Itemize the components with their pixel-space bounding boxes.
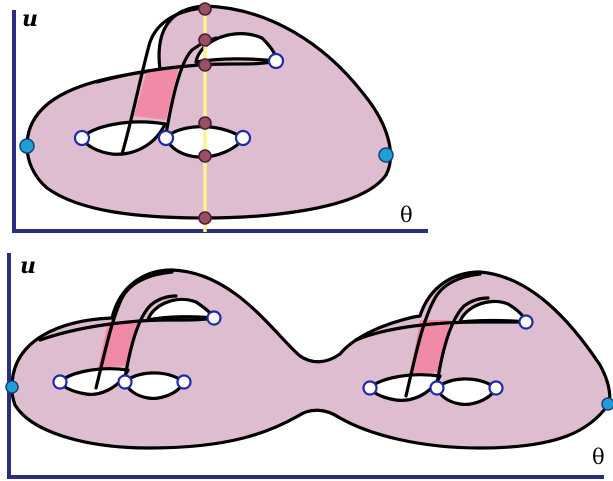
bottom-u-label: u bbox=[20, 253, 36, 279]
open-point bbox=[208, 312, 221, 325]
open-point bbox=[75, 131, 89, 145]
bottom-theta-label: θ bbox=[592, 445, 605, 469]
critical-point bbox=[199, 59, 211, 71]
endpoint-left bbox=[6, 381, 18, 393]
endpoint-left bbox=[20, 139, 34, 153]
critical-point bbox=[199, 212, 211, 224]
critical-point bbox=[199, 150, 211, 162]
open-point bbox=[178, 376, 191, 389]
critical-point bbox=[199, 3, 211, 15]
open-point bbox=[520, 316, 533, 329]
top-panel: u θ bbox=[14, 3, 428, 232]
open-point bbox=[269, 54, 283, 68]
open-point bbox=[119, 376, 132, 389]
critical-point bbox=[199, 34, 211, 46]
open-point bbox=[54, 376, 67, 389]
top-theta-label: θ bbox=[400, 203, 413, 227]
endpoint-right bbox=[379, 148, 393, 162]
open-point bbox=[364, 382, 377, 395]
top-u-label: u bbox=[22, 6, 38, 32]
open-point bbox=[431, 382, 444, 395]
open-point bbox=[490, 382, 503, 395]
critical-point bbox=[199, 117, 211, 129]
endpoint-right bbox=[602, 398, 613, 410]
bottom-panel: u θ bbox=[6, 253, 613, 477]
open-point bbox=[236, 131, 250, 145]
open-point bbox=[159, 131, 173, 145]
